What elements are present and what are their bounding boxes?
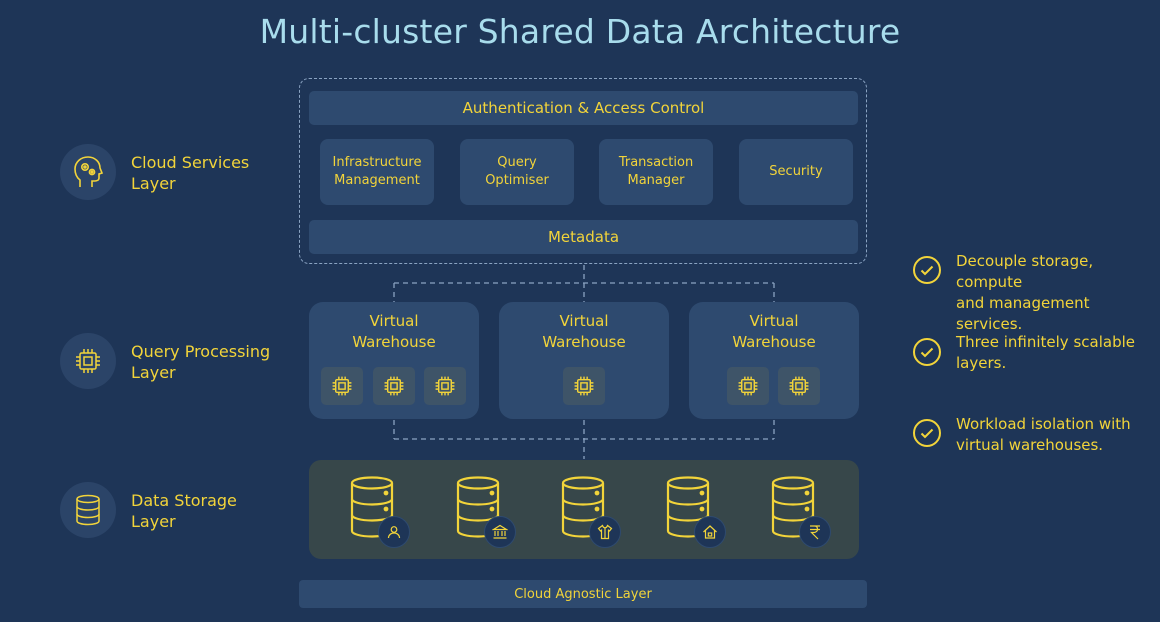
cpu-chip-icon <box>321 367 363 405</box>
database-icon <box>455 476 535 552</box>
service-infrastructure-management: Infrastructure Management <box>320 139 434 205</box>
cloud-services-box <box>299 78 867 264</box>
service-security: Security <box>739 139 853 205</box>
cpu-chip-icon <box>727 367 769 405</box>
check-circle-icon <box>913 256 941 284</box>
point-text: Decouple storage, compute and management… <box>956 252 1094 333</box>
database-icon <box>665 476 745 552</box>
virtual-warehouse-1: Virtual Warehouse <box>309 302 479 419</box>
page-title: Multi-cluster Shared Data Architecture <box>259 12 901 51</box>
user-icon <box>378 516 410 548</box>
service-transaction-manager: Transaction Manager <box>599 139 713 205</box>
layer-label-query-processing: Query Processing Layer <box>131 342 271 382</box>
bank-icon <box>484 516 516 548</box>
metadata-bar: Metadata <box>309 220 858 254</box>
house-icon <box>694 516 726 548</box>
service-query-optimiser: Query Optimiser <box>460 139 574 205</box>
head-gears-icon <box>60 144 116 200</box>
point-text: Workload isolation with virtual warehous… <box>956 415 1131 454</box>
virtual-warehouse-3: Virtual Warehouse <box>689 302 859 419</box>
cloud-agnostic-layer-bar: Cloud Agnostic Layer <box>299 580 867 608</box>
point-text: Three infinitely scalable layers. <box>956 333 1135 372</box>
virtual-warehouse-2: Virtual Warehouse <box>499 302 669 419</box>
virtual-warehouse-label: Virtual Warehouse <box>732 312 816 351</box>
database-icon <box>560 476 640 552</box>
check-circle-icon <box>913 338 941 366</box>
layer-label-cloud-services: Cloud Services Layer <box>131 153 250 193</box>
database-icon <box>349 476 429 552</box>
data-storage-panel <box>309 460 859 559</box>
layer-label-data-storage: Data Storage Layer <box>131 491 237 531</box>
database-icon <box>60 482 116 538</box>
cpu-chip-icon <box>563 367 605 405</box>
virtual-warehouse-label: Virtual Warehouse <box>352 312 436 351</box>
cpu-chip-icon <box>778 367 820 405</box>
rupee-icon <box>799 516 831 548</box>
database-icon <box>770 476 850 552</box>
auth-access-control-bar: Authentication & Access Control <box>309 91 858 125</box>
cpu-chip-icon <box>60 333 116 389</box>
check-circle-icon <box>913 419 941 447</box>
cpu-chip-icon <box>373 367 415 405</box>
virtual-warehouse-label: Virtual Warehouse <box>542 312 626 351</box>
cpu-chip-icon <box>424 367 466 405</box>
shirt-icon <box>589 516 621 548</box>
